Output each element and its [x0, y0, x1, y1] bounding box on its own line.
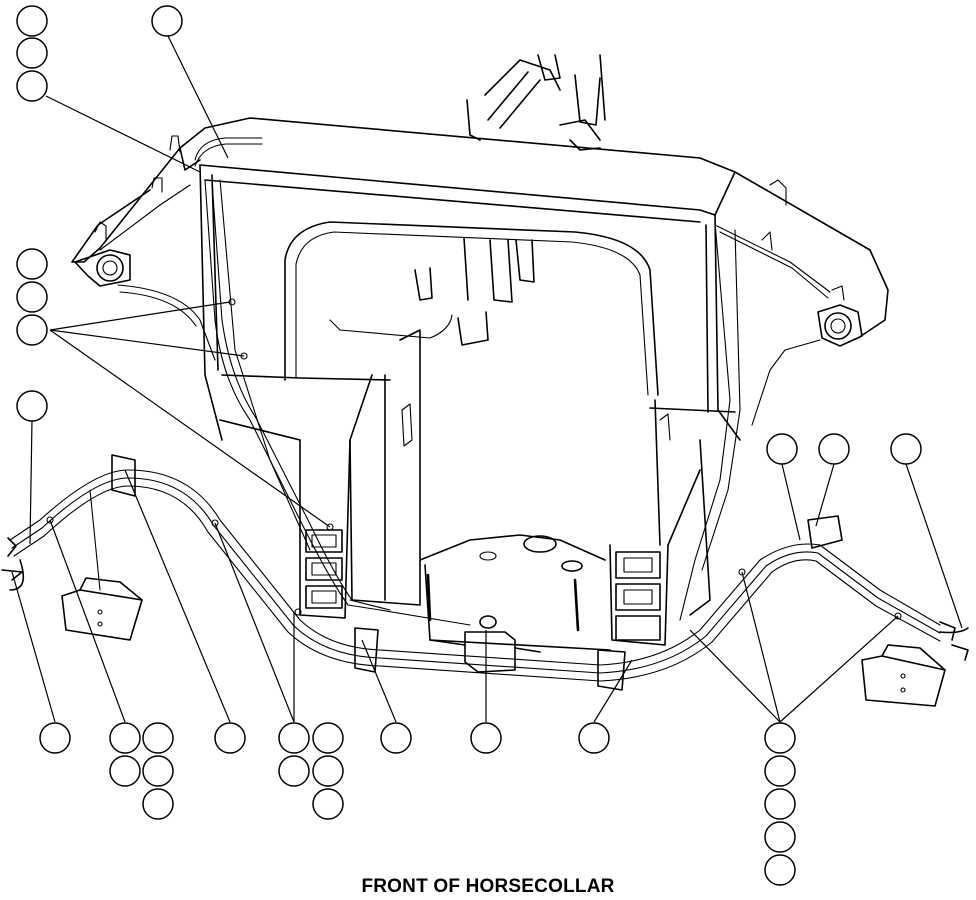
callout-bubble — [109, 722, 141, 754]
lift-cylinders — [414, 54, 606, 346]
callout-bubble — [142, 755, 174, 787]
callout-bubble — [312, 788, 344, 820]
callout-bubble — [151, 5, 183, 37]
callout-bubble — [380, 722, 412, 754]
callout-bubble — [39, 722, 71, 754]
callout-bubble — [312, 722, 344, 754]
callout-bubble — [16, 248, 48, 280]
callout-bubbles — [16, 5, 922, 886]
callout-bubble — [16, 5, 48, 37]
callout-bubble — [109, 755, 141, 787]
callout-bubble — [16, 390, 48, 422]
callout-bubble — [214, 722, 246, 754]
leader-lines — [11, 35, 963, 723]
callout-bubble — [764, 821, 796, 853]
callout-bubble — [764, 854, 796, 886]
callout-bubble — [142, 788, 174, 820]
callout-bubble — [764, 755, 796, 787]
callout-bubble — [16, 281, 48, 313]
horsecollar-frame — [71, 117, 889, 441]
callout-bubble — [890, 433, 922, 465]
callout-bubble — [766, 433, 798, 465]
callout-bubble — [16, 314, 48, 346]
callout-bubble — [818, 433, 850, 465]
callout-bubble — [470, 722, 502, 754]
callout-bubble — [278, 722, 310, 754]
valve-boxes — [61, 489, 946, 707]
callout-bubble — [278, 755, 310, 787]
callout-bubble — [16, 70, 48, 102]
hydraulic-hoses — [117, 179, 821, 626]
diagram-caption: FRONT OF HORSECOLLAR — [361, 876, 615, 897]
callout-bubble — [312, 755, 344, 787]
callout-bubble — [764, 722, 796, 754]
callout-bubble — [578, 722, 610, 754]
callout-bubble — [16, 37, 48, 69]
lower-hose-bundle — [1, 298, 969, 691]
callout-bubble — [764, 788, 796, 820]
callout-bubble — [142, 722, 174, 754]
